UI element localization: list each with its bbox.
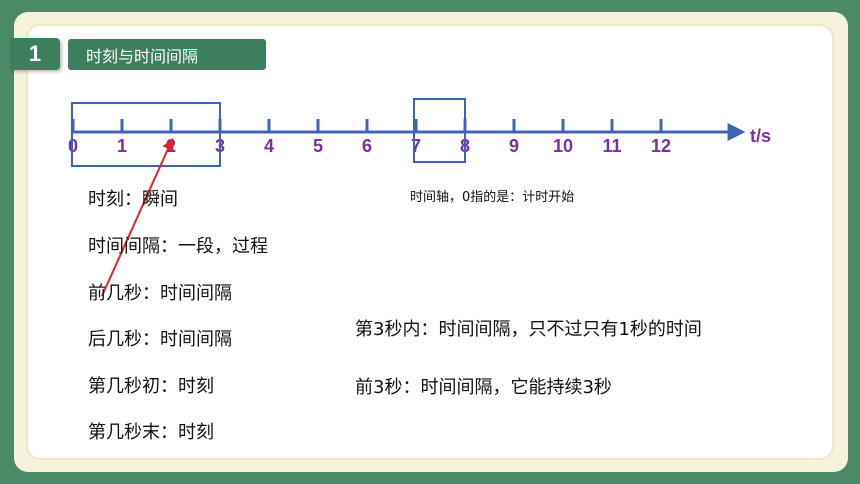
section-title: 时刻与时间间隔 <box>68 39 266 70</box>
axis-note: 时间轴，0指的是：计时开始 <box>410 190 575 205</box>
axis-tick-label-6: 6 <box>362 136 372 156</box>
axis-tick-label-11: 11 <box>602 136 621 156</box>
left-line-4: 后几秒：时间间隔 <box>88 329 232 350</box>
axis-tick-label-7: 7 <box>411 136 421 156</box>
right-line-2: 前3秒：时间间隔，它能持续3秒 <box>355 377 612 398</box>
right-line-1: 第3秒内：时间间隔，只不过只有1秒的时间 <box>355 319 702 340</box>
axis-tick-label-9: 9 <box>509 136 519 156</box>
axis-tick-label-12: 12 <box>651 136 671 156</box>
axis-tick-label-1: 1 <box>117 136 127 156</box>
left-line-3: 前几秒：时间间隔 <box>88 283 232 304</box>
left-line-1: 时刻：瞬间 <box>88 189 178 210</box>
axis-ticks <box>71 119 663 132</box>
axis-tick-label-5: 5 <box>313 136 323 156</box>
axis-tick-label-2: 2 <box>166 136 176 156</box>
axis-tick-label-4: 4 <box>264 136 274 156</box>
pointer-arrow <box>101 137 174 297</box>
interval-box-7-8 <box>413 98 466 163</box>
left-line-5: 第几秒初：时刻 <box>88 376 214 397</box>
interval-box-0-3 <box>71 102 221 167</box>
left-line-2: 时间间隔：一段，过程 <box>88 236 268 257</box>
axis-tick-label-10: 10 <box>553 136 573 156</box>
left-line-6: 第几秒末：时刻 <box>88 422 214 443</box>
axis-unit-label: t/s <box>750 126 771 146</box>
section-number-badge: 1 <box>10 38 60 70</box>
